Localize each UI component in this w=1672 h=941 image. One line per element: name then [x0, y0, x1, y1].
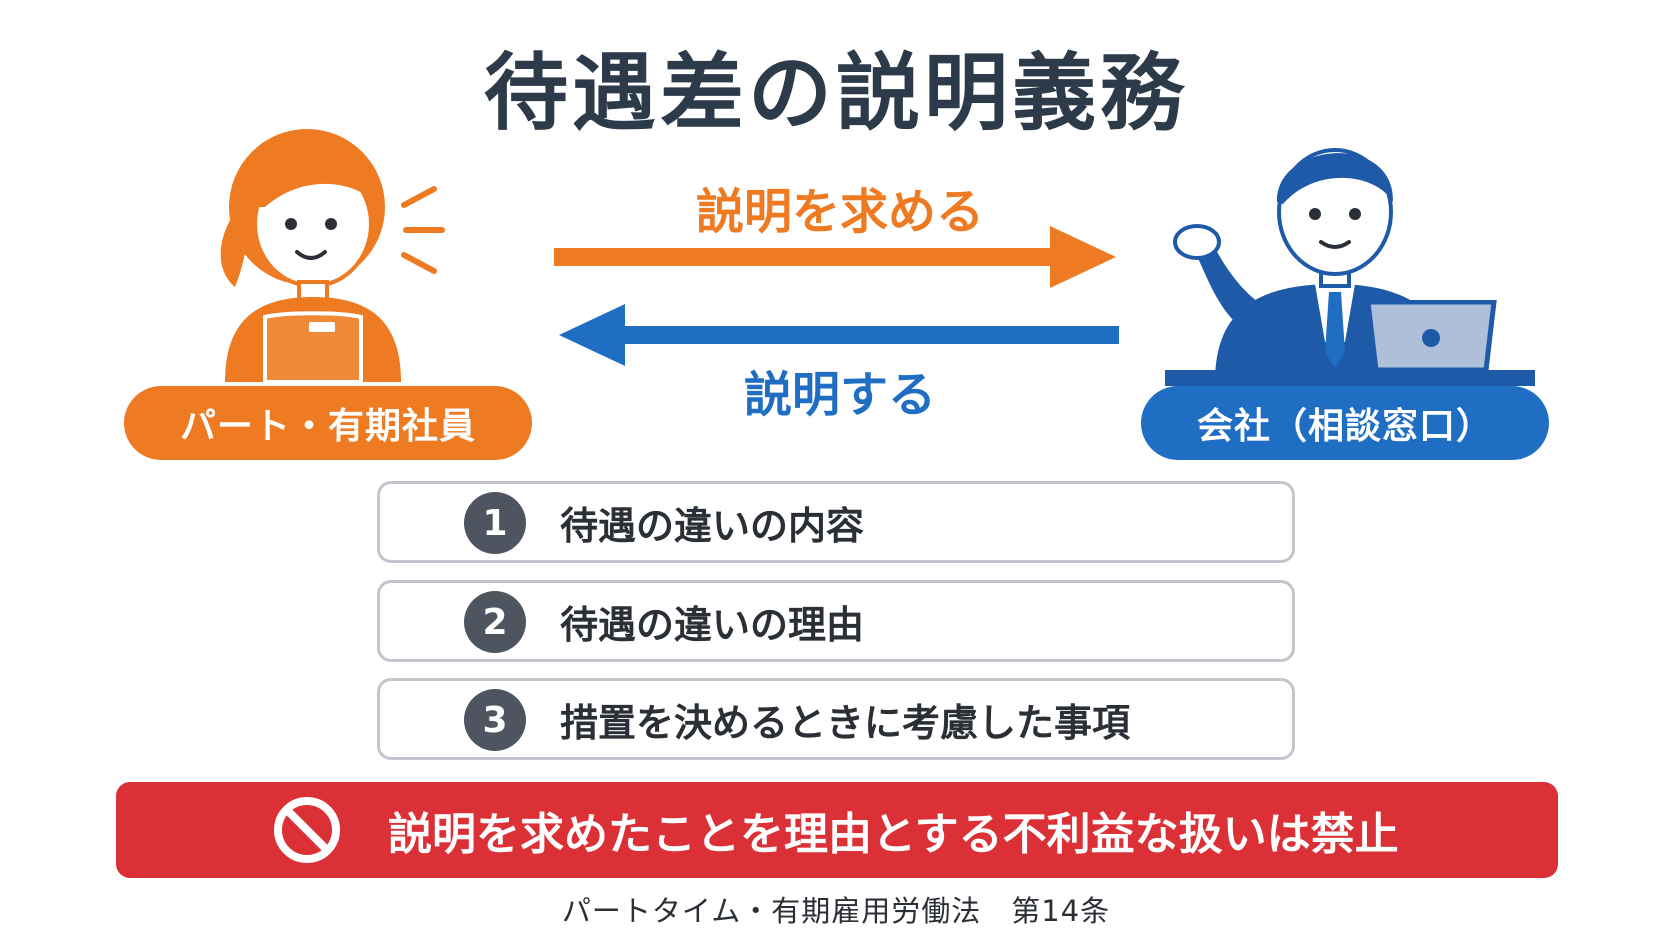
list-item: 3 措置を決めるときに考慮した事項 [377, 678, 1295, 760]
explain-arrow-label: 説明する [743, 367, 936, 423]
item-text: 待遇の違いの内容 [560, 503, 865, 548]
explain-arrow [559, 304, 1119, 366]
request-arrow-label: 説明を求める [695, 184, 984, 240]
prohibition-text: 説明を求めたことを理由とする不利益な扱いは禁止 [388, 809, 1399, 860]
prohibited-icon [274, 797, 340, 863]
item-text: 措置を決めるときに考慮した事項 [560, 700, 1131, 745]
page-title: 待遇差の説明義務 [483, 44, 1188, 142]
item-text: 待遇の違いの理由 [560, 602, 865, 647]
prohibition-banner: 説明を求めたことを理由とする不利益な扱いは禁止 [116, 782, 1558, 878]
speech-lines-icon [401, 186, 445, 274]
list-item: 2 待遇の違いの理由 [377, 580, 1295, 662]
employee-label: パート・有期社員 [179, 406, 476, 447]
laptop-icon [1365, 300, 1497, 373]
item-number-badge: 2 [464, 591, 526, 653]
list-item: 1 待遇の違いの内容 [377, 481, 1295, 563]
item-number-badge: 1 [464, 492, 526, 554]
company-label-pill: 会社（相談窓口） [1141, 386, 1549, 460]
item-number-badge: 3 [464, 689, 526, 751]
company-label: 会社（相談窓口） [1196, 406, 1493, 447]
request-arrow [554, 226, 1116, 288]
employee-woman-icon [220, 129, 401, 384]
law-citation: パートタイム・有期雇用労働法 第14条 [561, 894, 1111, 928]
employee-label-pill: パート・有期社員 [124, 386, 532, 460]
